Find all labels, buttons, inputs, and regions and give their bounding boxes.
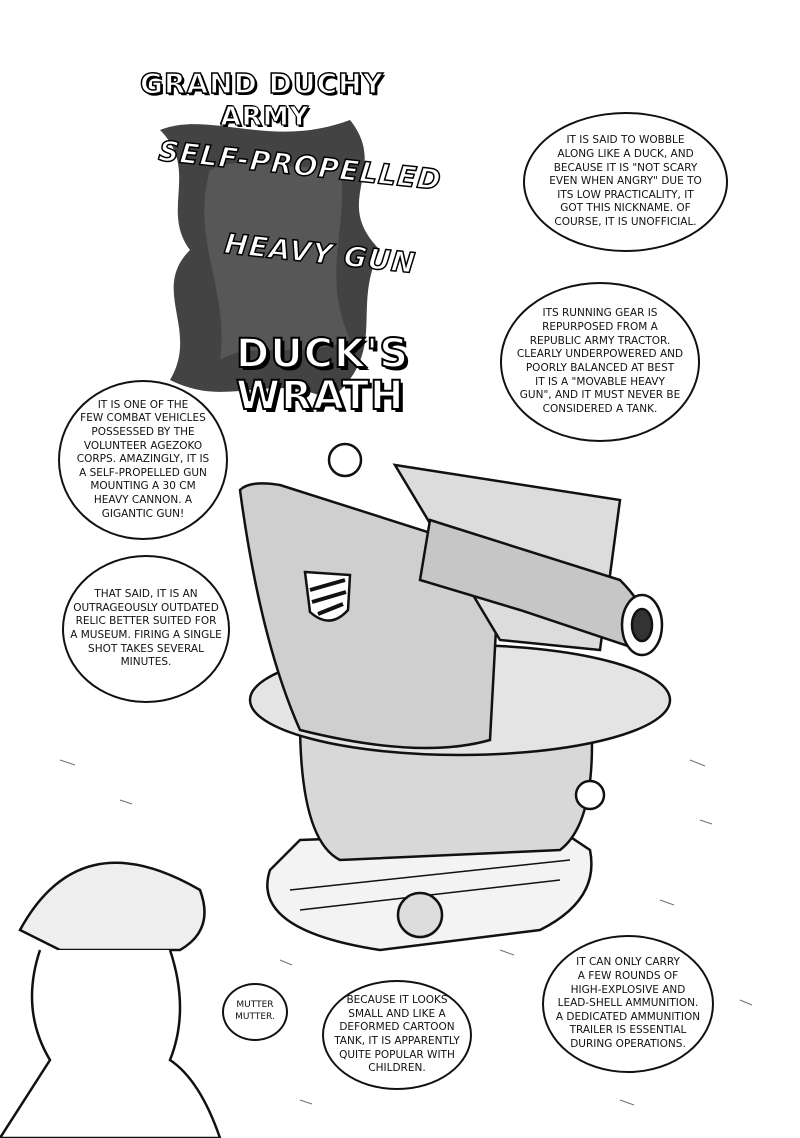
crew-figure [327, 442, 363, 478]
bubble-text: It is said to wobble along like a duck, … [549, 134, 702, 229]
grass-marks [59, 759, 753, 1106]
speech-bubble-mutter: Mutter mutter. [222, 983, 288, 1041]
speech-bubble-combat-vehicle: It is one of the few combat vehicles pos… [58, 380, 228, 540]
title-ducks-wrath: DUCK'S WRATH [235, 331, 410, 419]
bubble-text: Its running gear is repurposed from a Re… [516, 307, 684, 415]
title-grand-duchy: GRAND DUCHY [139, 67, 384, 100]
ink-smudge-background [160, 120, 380, 400]
speech-bubble-ammunition: It can only carry a few rounds of high-e… [542, 935, 714, 1073]
title-army: ARMY [220, 102, 310, 132]
speech-bubble-outdated: That said, it is an outrageously outdate… [62, 555, 230, 703]
officer-figure [0, 949, 222, 1138]
bubble-text: That said, it is an outrageously outdate… [70, 588, 222, 669]
speech-bubble-popular: Because it looks small and like a deform… [322, 980, 472, 1090]
speech-bubble-running-gear: Its running gear is repurposed from a Re… [500, 282, 700, 442]
bubble-text: It can only carry a few rounds of high-e… [555, 956, 701, 1051]
officer-cap [18, 861, 206, 952]
bubble-text: Because it looks small and like a deform… [334, 994, 460, 1075]
bubble-text: It is one of the few combat vehicles pos… [76, 398, 210, 520]
speech-bubble-nickname: It is said to wobble along like a duck, … [523, 112, 728, 252]
bubble-text: Mutter mutter. [235, 1000, 275, 1022]
